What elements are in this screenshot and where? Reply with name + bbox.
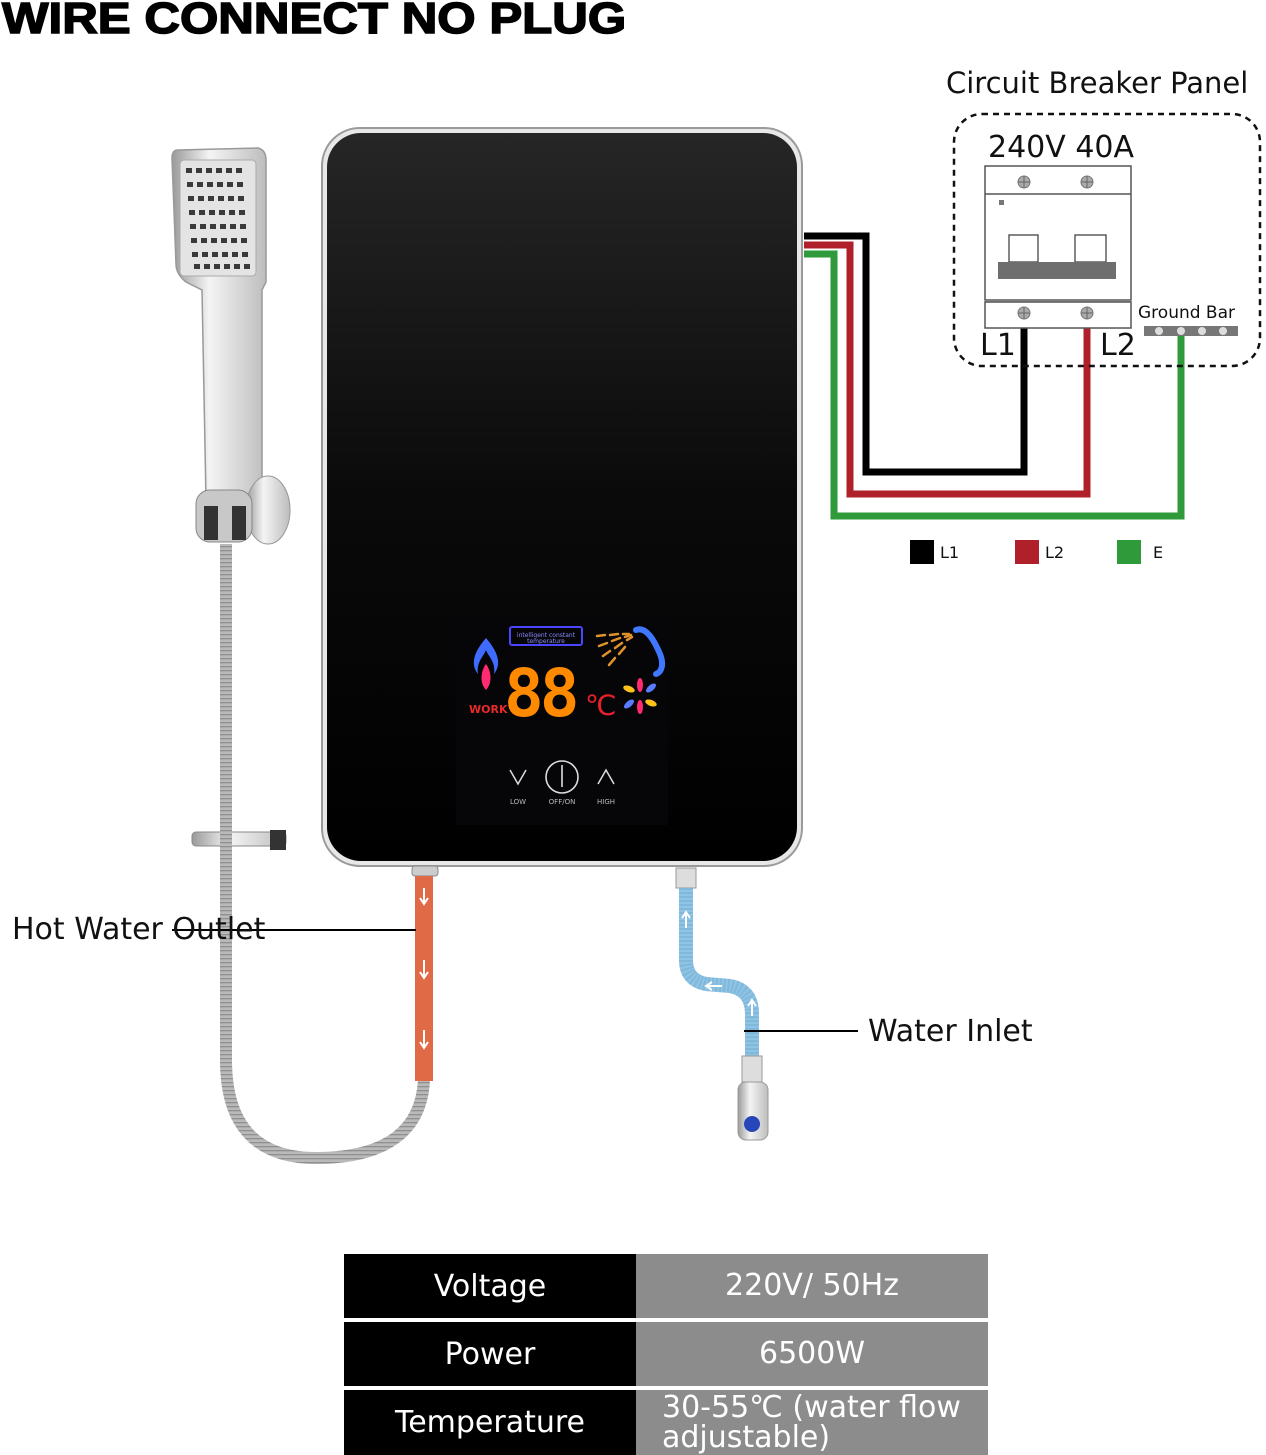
wire-l1 [804,232,1028,476]
spec-value: 30-55℃ (water flow adjustable) [636,1390,988,1455]
power-button[interactable]: OFF/ON [545,760,579,806]
legend-swatch [910,540,934,564]
ground-bar [1144,326,1238,336]
svg-text:intelligent constant: intelligent constant [517,632,576,639]
power-icon [545,760,579,794]
screw-icon [1017,175,1031,189]
wire-ground [804,250,1185,520]
cold-water-pipe [675,867,769,1141]
hot-water-pipe [411,865,439,1081]
spec-row-power: Power 6500W [344,1322,988,1386]
fan-icon [623,678,657,714]
high-label: HIGH [597,798,615,806]
legend-label: L1 [940,542,960,562]
high-button[interactable]: HIGH [597,768,615,806]
temperature-unit: ℃ [585,689,616,722]
led-display: intelligent constant temperature WORK 88… [469,626,666,732]
water-heater [321,127,803,867]
terminal-l1-label: L1 [980,328,1016,363]
chevron-down-icon [509,769,527,786]
spec-table: Voltage 220V/ 50Hz Power 6500W Temperatu… [344,1254,988,1455]
screw-icon [1017,306,1031,320]
legend-item-l1: L1 [910,540,959,564]
screw-icon [1080,175,1094,189]
shower-head-icon [633,626,666,677]
flame-icon [473,638,499,690]
shower-hose [220,544,430,1165]
water-inlet-label: Water Inlet [868,1014,1033,1049]
power-label: OFF/ON [549,798,576,806]
spec-key: Voltage [344,1254,636,1318]
shower-head [171,147,291,850]
spec-value: 6500W [636,1322,988,1386]
ground-bar-label: Ground Bar [1138,303,1236,323]
svg-text:temperature: temperature [527,638,565,645]
breaker-panel-outline [952,112,1262,368]
terminal-l2-label: L2 [1100,328,1136,363]
temperature-digits: 88 [504,655,576,732]
spec-row-voltage: Voltage 220V/ 50Hz [344,1254,988,1318]
low-label: LOW [510,798,526,806]
page-title: WIRE CONNECT NO PLUG [1,0,627,44]
spec-key: Power [344,1322,636,1386]
spec-key: Temperature [344,1390,636,1455]
legend-swatch [1015,540,1039,564]
legend-item-e: E [1117,540,1163,564]
work-indicator: WORK [469,703,508,716]
installation-diagram: intelligent constant temperature WORK 88… [171,112,1262,1165]
legend-label: L2 [1045,542,1065,562]
breaker-panel-title: Circuit Breaker Panel [946,66,1249,100]
screw-icon [1080,306,1094,320]
breaker-rating: 240V 40A [988,130,1135,165]
shower-spray-icon [595,632,634,667]
legend-swatch [1117,540,1141,564]
valve-knob-icon [744,1116,760,1132]
spec-row-temperature: Temperature 30-55℃ (water flow adjustabl… [344,1390,988,1455]
low-button[interactable]: LOW [509,769,527,806]
chevron-up-icon [597,768,615,785]
hot-water-outlet-label: Hot Water Outlet [12,912,266,947]
wire-l2 [804,241,1091,498]
circuit-breaker [984,165,1132,329]
legend-label: E [1153,542,1164,562]
legend-item-l2: L2 [1015,540,1064,564]
spec-value: 220V/ 50Hz [636,1254,988,1318]
